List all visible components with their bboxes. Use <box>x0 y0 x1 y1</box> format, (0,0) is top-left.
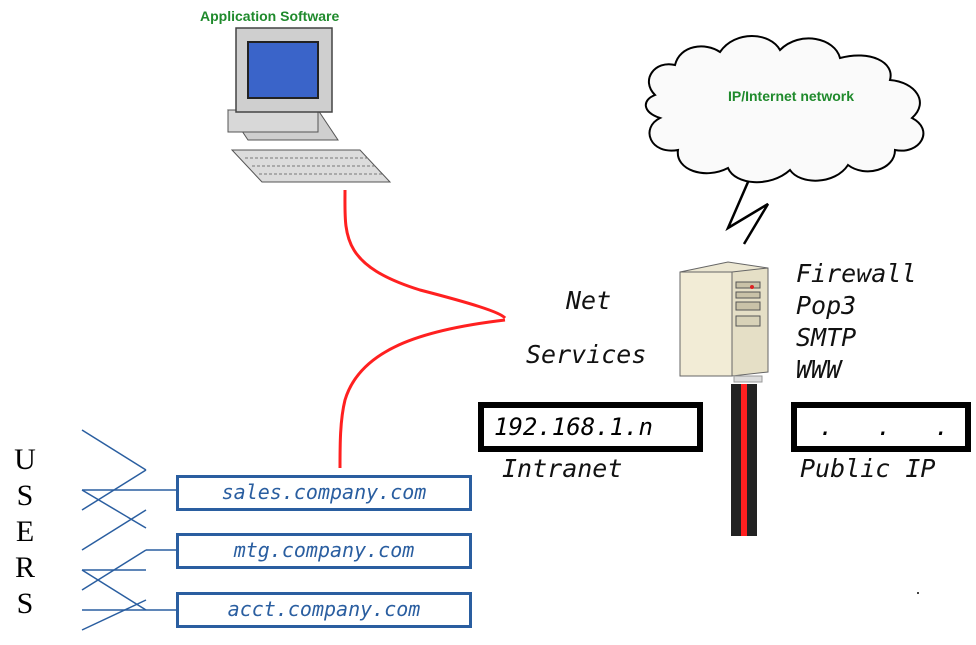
services-list: Firewall Pop3 SMTP WWW <box>796 258 916 386</box>
users-letter: S <box>16 587 34 620</box>
domain-mtg: mtg.company.com <box>176 533 472 569</box>
intranet-label: Intranet <box>502 454 623 483</box>
net-label: Net <box>566 286 612 315</box>
users-label: U S E R S <box>12 442 38 622</box>
service-pop3: Pop3 <box>796 291 857 320</box>
domain-sales: sales.company.com <box>176 475 472 511</box>
user-connection-lines <box>81 429 178 631</box>
stray-dot <box>917 592 919 594</box>
service-smtp: SMTP <box>796 323 857 352</box>
users-letter: R <box>14 551 35 584</box>
service-firewall: Firewall <box>796 259 917 288</box>
intranet-ip-value: 192.168.1.n <box>494 413 653 441</box>
application-software-label: Application Software <box>200 8 340 24</box>
domain-acct: acct.company.com <box>176 592 472 628</box>
computer-icon <box>227 27 392 183</box>
users-letter: S <box>16 479 34 512</box>
public-ip-label: Public IP <box>800 454 936 483</box>
lightning-icon <box>725 181 770 245</box>
server-icon <box>679 261 769 383</box>
service-www: WWW <box>796 355 842 384</box>
public-ip-box: . . . <box>791 402 971 452</box>
users-letter: U <box>14 443 36 476</box>
internet-network-label: IP/Internet network <box>728 88 855 104</box>
cable-to-users <box>338 318 506 469</box>
users-letter: E <box>15 515 35 548</box>
cable-to-computer <box>343 189 507 320</box>
intranet-ip-box: 192.168.1.n <box>478 402 703 452</box>
public-ip-value: . . . <box>819 413 950 441</box>
services-label: Services <box>526 340 647 369</box>
internet-cloud <box>644 35 925 184</box>
